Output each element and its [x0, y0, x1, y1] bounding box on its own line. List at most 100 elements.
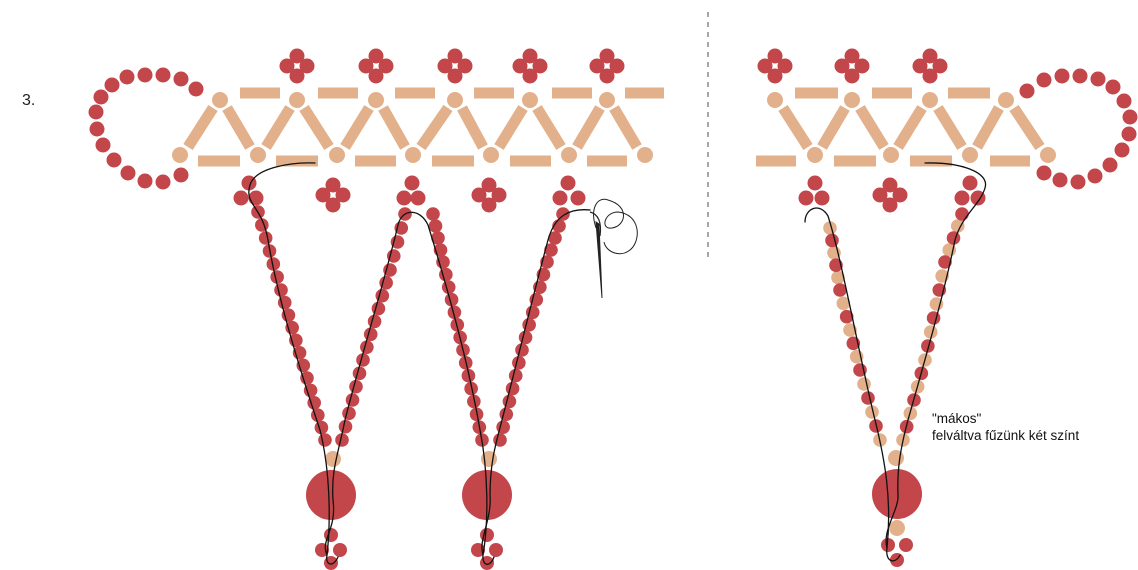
bugle-bead [457, 105, 488, 150]
red-bead [368, 48, 384, 64]
red-bead [844, 48, 860, 64]
red-bead [95, 137, 111, 153]
tan-bead [767, 92, 783, 108]
red-bead [1070, 174, 1086, 190]
needle-shaft [595, 221, 603, 299]
tan-bead [172, 147, 188, 163]
red-bead [396, 190, 412, 206]
red-bead [912, 58, 928, 74]
red-bead [518, 330, 533, 345]
red-bead [1105, 79, 1121, 95]
red-bead [1072, 68, 1088, 84]
red-bead [266, 257, 281, 271]
bugle-bead [817, 105, 850, 150]
red-bead [1036, 72, 1052, 88]
red-bead [552, 190, 568, 206]
red-bead [437, 58, 453, 74]
red-bead [89, 121, 105, 137]
tan-bead [368, 92, 384, 108]
red-bead [502, 394, 517, 409]
bugle-bead [340, 105, 374, 150]
red-bead [233, 190, 249, 206]
bugle-bead [855, 105, 889, 150]
red-bead [333, 543, 347, 557]
thread [481, 209, 591, 556]
red-bead [544, 243, 558, 257]
red-bead [955, 207, 969, 221]
red-bead [899, 538, 913, 552]
red-bead [532, 58, 548, 74]
red-bead [345, 393, 360, 407]
red-bead [522, 68, 538, 84]
red-bead [349, 379, 363, 394]
red-bead [447, 305, 462, 320]
tan-bead [212, 92, 228, 108]
red-bead [556, 207, 570, 221]
red-bead [274, 283, 288, 297]
red-bead [318, 433, 332, 447]
red-bead [248, 190, 264, 206]
tan-bead [865, 405, 879, 419]
red-bead [512, 58, 528, 74]
red-bead [854, 58, 870, 74]
bugle-bead [494, 105, 528, 150]
red-bead [104, 77, 120, 93]
red-bead [938, 255, 952, 269]
red-bead [834, 58, 850, 74]
red-bead [431, 231, 445, 245]
tan-bead [823, 221, 837, 235]
red-bead [289, 48, 305, 64]
pattern-note: "mákos" felváltva fűzünk két színt [932, 410, 1079, 444]
red-bead [807, 175, 823, 191]
tan-bead [929, 297, 944, 311]
bugle-bead [933, 105, 967, 150]
red-bead [279, 58, 295, 74]
tan-bead [325, 451, 341, 467]
red-bead [946, 231, 961, 245]
bugle-bead [378, 105, 410, 150]
red-bead [447, 48, 463, 64]
red-bead [1052, 172, 1068, 188]
red-bead [88, 104, 104, 120]
bugle-bead [893, 105, 927, 150]
tan-bead [1040, 147, 1056, 163]
needle-thread-loop [593, 198, 638, 255]
red-bead [410, 190, 426, 206]
red-bead [358, 58, 374, 74]
bugle-bead [572, 105, 605, 150]
red-bead [599, 48, 615, 64]
red-bead [1090, 71, 1106, 87]
red-bead [861, 391, 875, 405]
red-bead [798, 190, 814, 206]
red-bead [882, 177, 898, 193]
red-bead [589, 58, 605, 74]
red-bead [120, 165, 136, 181]
red-bead [447, 68, 463, 84]
tan-bead [831, 270, 845, 285]
red-bead [499, 407, 514, 422]
red-bead [825, 233, 839, 248]
tan-bead [844, 92, 860, 108]
tan-bead [405, 147, 421, 163]
red-bead [324, 556, 338, 570]
red-bead [599, 68, 615, 84]
tan-bead [289, 92, 305, 108]
red-bead [342, 406, 356, 421]
red-bead [173, 167, 189, 183]
red-bead [379, 276, 393, 290]
tan-bead [250, 147, 266, 163]
red-beads [88, 48, 1138, 570]
tan-bead [998, 92, 1014, 108]
red-bead [1087, 168, 1103, 184]
note-title: "mákos" [932, 411, 982, 426]
red-bead [378, 58, 394, 74]
needle-thread [589, 211, 602, 237]
red-bead [833, 283, 847, 297]
bugle-bead [609, 105, 642, 150]
tan-bead [807, 147, 823, 163]
tan-bead [889, 520, 905, 536]
red-bead [281, 308, 296, 322]
red-bead [892, 187, 908, 203]
red-bead [481, 197, 497, 213]
red-bead [352, 366, 367, 381]
